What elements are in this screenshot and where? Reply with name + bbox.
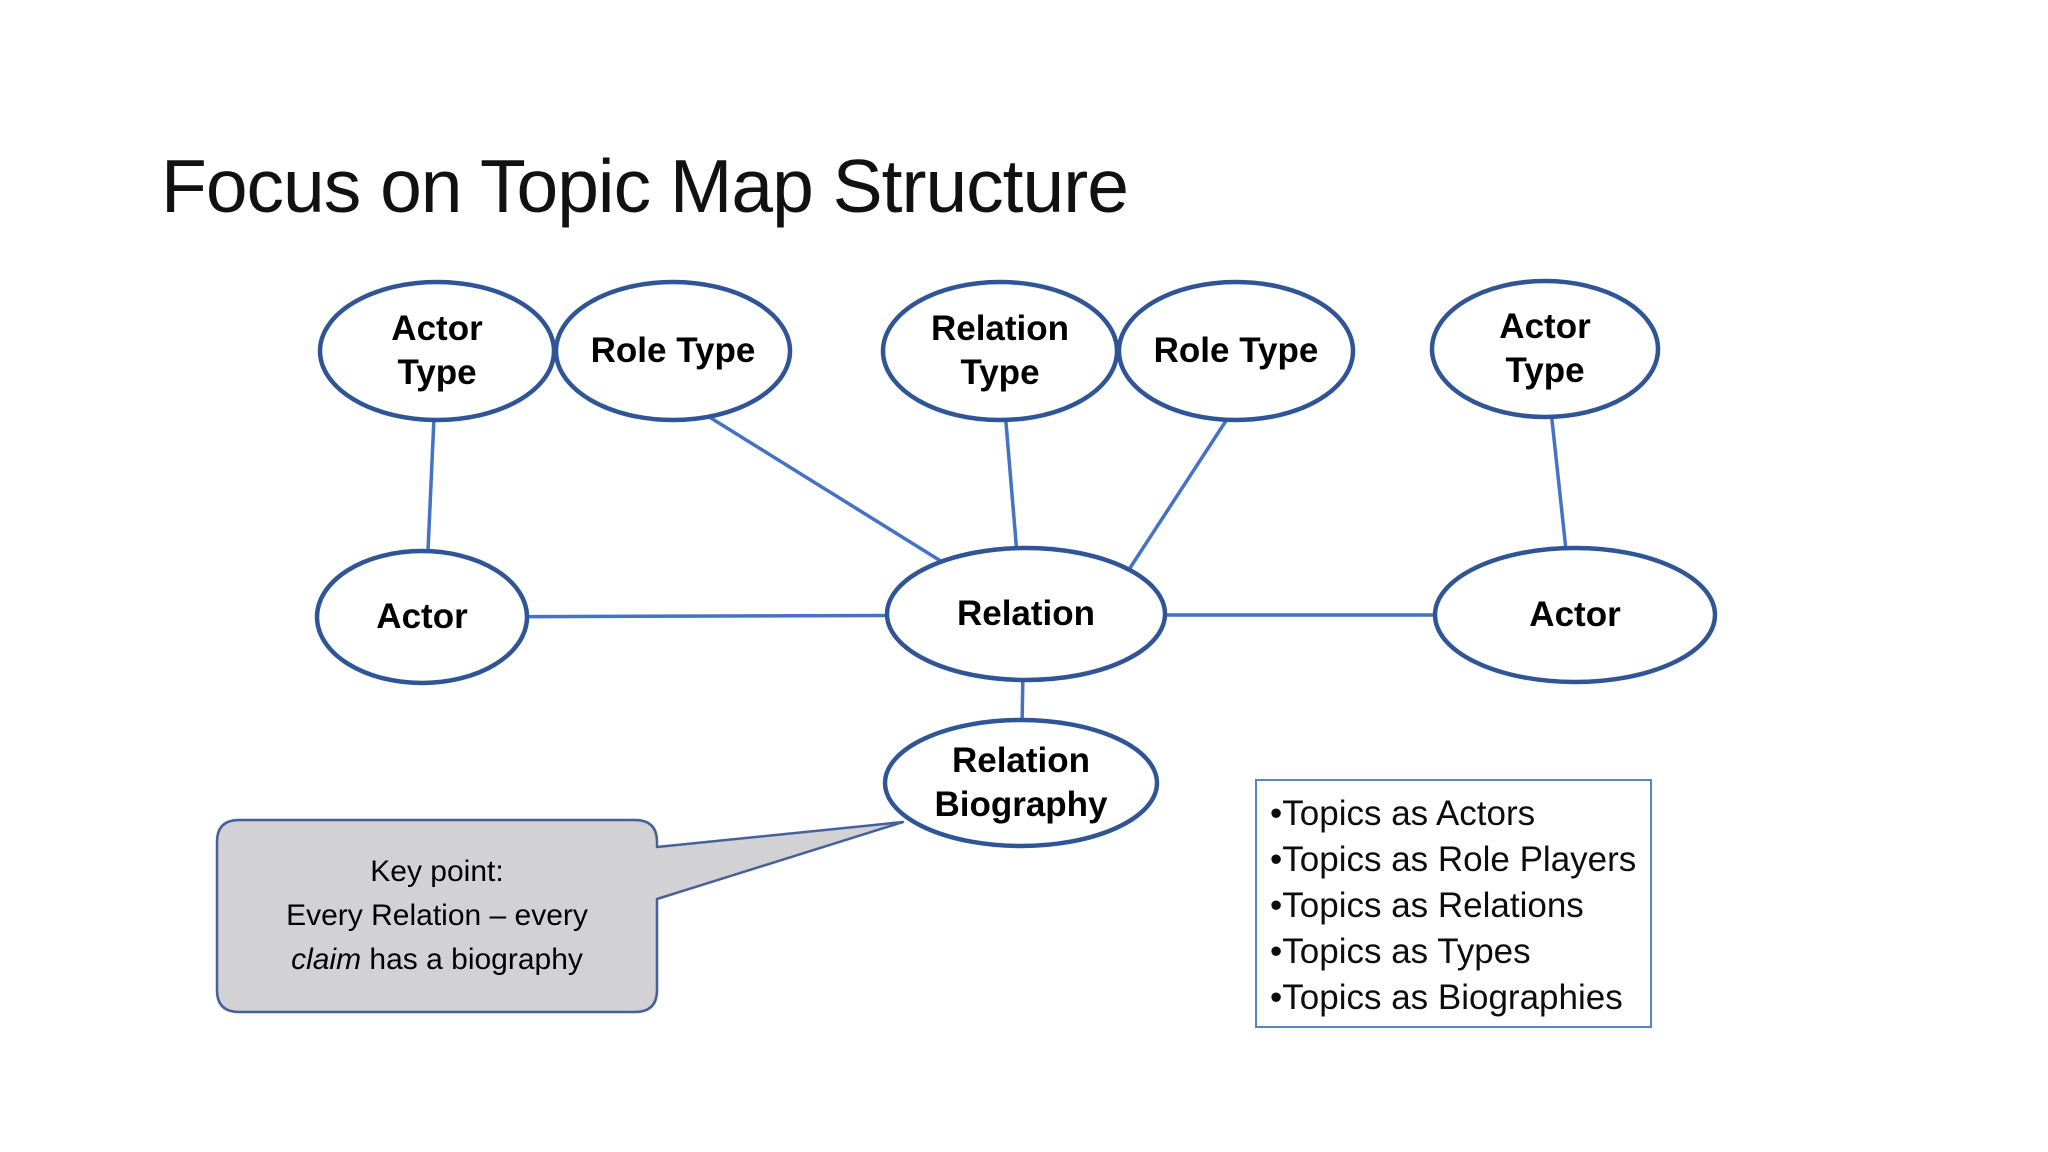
- node-group: [314, 278, 1718, 849]
- node-ellipse-role-type-right: [1116, 279, 1356, 423]
- callout-line-3-rest: has a biography: [361, 943, 583, 976]
- callout-line-1: Key point:: [370, 855, 504, 888]
- callout-text: Key point: Every Relation – every claim …: [217, 820, 657, 1012]
- bullet: •: [1270, 794, 1283, 833]
- list-item: •Topics as Actors: [1270, 791, 1650, 837]
- list-item-label: Topics as Role Players: [1282, 840, 1637, 879]
- list-item: •Topics as Types: [1270, 929, 1650, 975]
- topics-list-box: •Topics as Actors •Topics as Role Player…: [1255, 779, 1652, 1028]
- node-label-actor-type-left: Actor Type: [391, 309, 483, 392]
- node-label-relation-type: Relation Type: [930, 309, 1070, 392]
- callout-line-3: claim has a biography: [291, 938, 583, 982]
- node-ellipse-actor-left: [314, 548, 530, 686]
- bullet: •: [1270, 840, 1283, 879]
- callout-line-2: Every Relation – every: [286, 899, 588, 932]
- list-item: •Topics as Role Players: [1270, 837, 1650, 883]
- list-item-label: Topics as Biographies: [1282, 978, 1623, 1017]
- list-item: •Topics as Biographies: [1270, 975, 1650, 1021]
- node-label-actor-type-right: Actor Type: [1499, 307, 1591, 390]
- node-ellipse-relation: [884, 545, 1168, 683]
- node-label-relation: Relation: [956, 594, 1096, 633]
- node-ellipse-actor-type-right: [1429, 278, 1661, 420]
- slide-title: Focus on Topic Map Structure: [161, 144, 1129, 228]
- list-item-label: Topics as Relations: [1282, 886, 1584, 925]
- node-label-role-type-left: Role Type: [590, 331, 756, 370]
- bullet: •: [1270, 886, 1283, 925]
- node-ellipse-role-type-left: [553, 279, 793, 423]
- node-label-actor-right: Actor: [1529, 595, 1621, 634]
- list-item-label: Topics as Types: [1282, 932, 1531, 971]
- bullet: •: [1270, 978, 1283, 1017]
- node-label-actor-left: Actor: [376, 597, 468, 636]
- bullet: •: [1270, 932, 1283, 971]
- callout-claim-italic: claim: [291, 943, 362, 976]
- list-item: •Topics as Relations: [1270, 883, 1650, 929]
- node-ellipse-actor-right: [1432, 545, 1718, 685]
- node-label-role-type-right: Role Type: [1153, 331, 1319, 370]
- callout-bubble: [215, 818, 905, 1014]
- node-label-relation-biography: Relation Biography: [934, 741, 1108, 824]
- list-item-label: Topics as Actors: [1282, 794, 1536, 833]
- node-ellipse-relation-biography: [882, 717, 1160, 849]
